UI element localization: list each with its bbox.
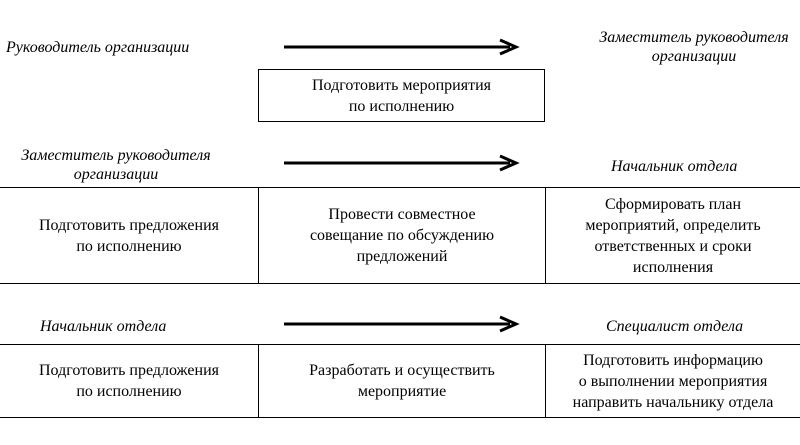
row2-cell3-line1: Сформировать план [604, 195, 741, 213]
row2-cell3-line3: ответственных и сроки [594, 237, 752, 255]
row3-cell1-line2: по исполнению [76, 383, 182, 400]
role-head-of-organization: Руководитель организации [6, 39, 190, 56]
row3-cell-prepare-report: Подготовить информацию о выполнении меро… [546, 345, 800, 417]
task-prepare-measures-line2: по исполнению [348, 97, 455, 115]
role-department-head: Начальник отдела [611, 158, 738, 175]
role-deputy-head-line1: Заместитель руководителя [599, 29, 789, 46]
role-deputy-head-2-line2: организации [73, 166, 159, 183]
row2-cell3-line4: исполнения [632, 258, 714, 276]
table-3-top-border [0, 344, 800, 345]
row3-cell-develop-measure: Разработать и осуществить мероприятие [259, 345, 545, 417]
table-3-bottom-border [0, 417, 800, 418]
row3-cell-prepare-proposals: Подготовить предложения по исполнению [0, 345, 258, 417]
table-2-top-border [0, 187, 800, 188]
role-deputy-head-line2: организации [651, 48, 737, 65]
row3-cell1-line1: Подготовить предложения [39, 362, 219, 379]
table-3-divider-2 [545, 344, 546, 418]
row3-cell3-line3: направить начальнику отдела [572, 393, 774, 411]
row2-cell1-line1: Подготовить предложения [39, 216, 219, 234]
row2-cell-hold-meeting: Провести совместное совещание по обсужде… [259, 188, 545, 283]
row2-cell2-line1: Провести совместное [328, 206, 476, 223]
arrow-right-icon-2 [284, 154, 520, 172]
row2-cell2-line2: совещание по обсуждению [309, 227, 495, 244]
table-2-divider-2 [545, 187, 546, 284]
role-deputy-head-2: Заместитель руководителя организации [0, 146, 232, 184]
row3-cell2-line2: мероприятие [357, 383, 447, 400]
row3-cell3-line2: о выполнении мероприятия [578, 372, 768, 390]
table-2-divider-1 [258, 187, 259, 284]
role-department-specialist: Специалист отдела [606, 318, 744, 335]
row3-cell2-line1: Разработать и осуществить [309, 362, 495, 379]
role-deputy-head-2-line1: Заместитель руководителя [21, 147, 211, 164]
role-department-head-2: Начальник отдела [40, 318, 167, 335]
arrow-right-icon-3 [284, 315, 520, 333]
row2-cell-prepare-proposals: Подготовить предложения по исполнению [0, 188, 258, 283]
task-prepare-measures: Подготовить мероприятия по исполнению [258, 69, 545, 122]
arrow-right-icon [284, 38, 520, 56]
task-prepare-measures-line1: Подготовить мероприятия [312, 76, 491, 94]
table-3-divider-1 [258, 344, 259, 418]
row3-cell3-line1: Подготовить информацию [583, 351, 763, 369]
row2-cell1-line2: по исполнению [76, 237, 182, 255]
row2-cell-form-plan: Сформировать план мероприятий, определит… [546, 188, 800, 283]
row2-cell2-line3: предложений [356, 248, 448, 265]
table-2-bottom-border [0, 283, 800, 284]
row2-cell3-line2: мероприятий, определить [585, 216, 761, 234]
role-deputy-head: Заместитель руководителя организации [574, 28, 800, 66]
